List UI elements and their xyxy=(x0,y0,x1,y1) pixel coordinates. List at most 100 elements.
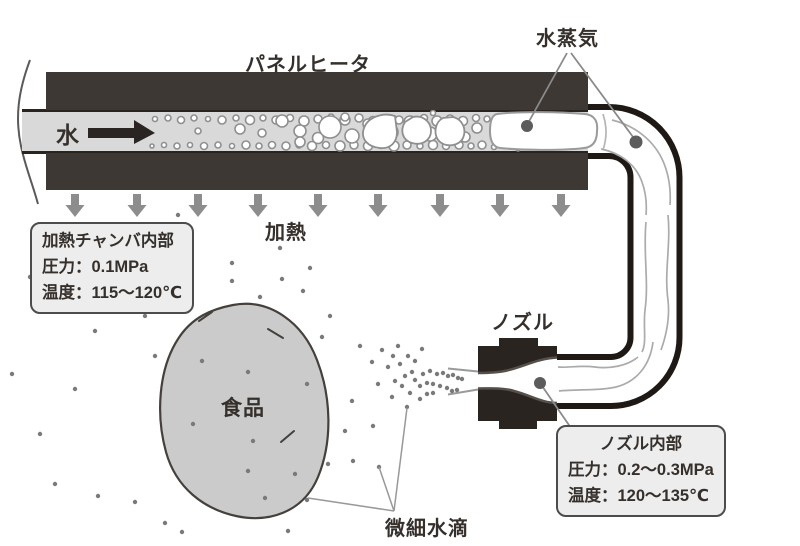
water-droplet xyxy=(397,361,403,367)
water-droplet xyxy=(250,438,256,444)
water-droplet xyxy=(424,391,430,397)
boiling-bubble xyxy=(234,123,246,135)
water-droplet xyxy=(349,398,355,404)
water-droplet xyxy=(450,372,456,378)
water-droplet xyxy=(430,390,436,396)
water-droplet xyxy=(379,347,385,353)
boiling-bubble xyxy=(151,115,159,123)
water-droplet xyxy=(407,390,413,396)
boiling-bubble xyxy=(293,124,307,138)
water-droplet xyxy=(385,364,391,370)
water-droplet xyxy=(285,528,291,534)
water-droplet xyxy=(245,468,251,474)
water-droplet xyxy=(162,520,168,526)
water-droplet xyxy=(437,383,443,389)
pipe-steam-lines xyxy=(557,119,672,392)
boiling-bubble xyxy=(477,140,487,150)
steam-flow-line xyxy=(602,113,607,151)
water-droplet xyxy=(375,381,381,387)
water-droplet xyxy=(395,343,401,349)
boiling-bubble xyxy=(241,140,251,150)
water-droplet xyxy=(392,378,398,384)
water-droplet xyxy=(307,265,313,271)
water-droplet xyxy=(300,288,306,294)
steam-leader-lines xyxy=(526,52,637,142)
spray-boundary-upper xyxy=(447,367,479,373)
nozzle-info-box: ノズル内部 圧力：0.2～0.3MPa 温度：120～135℃ xyxy=(556,425,726,517)
water-droplet xyxy=(72,386,78,392)
water-droplet xyxy=(405,353,411,359)
boiling-bubble xyxy=(164,114,172,122)
boiling-bubble xyxy=(471,113,481,123)
water-droplet xyxy=(369,359,375,365)
steam-pocket xyxy=(362,113,398,149)
boiling-bubble xyxy=(321,140,331,150)
panel-heater-top-bar xyxy=(46,72,588,110)
water-droplet xyxy=(424,380,430,386)
spray-boundary-lower xyxy=(447,388,479,396)
water-droplet xyxy=(419,346,425,352)
water-droplet xyxy=(304,497,310,503)
water-droplet xyxy=(420,371,426,377)
boiling-bubble xyxy=(294,136,306,148)
water-droplet xyxy=(95,493,101,499)
heating-label: 加熱 xyxy=(265,222,307,244)
water-droplet xyxy=(399,383,405,389)
water-droplet xyxy=(142,313,148,319)
boiling-bubble xyxy=(232,114,240,122)
water-droplet xyxy=(325,461,331,467)
boiling-bubble xyxy=(190,114,198,122)
water-droplet xyxy=(277,245,283,251)
water-droplet xyxy=(444,385,450,391)
water-droplet xyxy=(417,396,423,402)
boiling-bubble xyxy=(173,142,181,150)
food-surface-marks xyxy=(198,311,295,443)
water-droplet xyxy=(319,334,325,340)
water-droplet xyxy=(92,328,98,334)
boiling-bubble xyxy=(176,115,186,125)
boiling-bubble xyxy=(149,143,155,149)
water-droplet xyxy=(132,499,138,505)
panel-heater-label: パネルヒータ xyxy=(245,54,371,76)
water-droplet xyxy=(454,387,460,393)
water-droplet xyxy=(417,383,423,389)
steam-pipe-interior xyxy=(556,110,677,403)
water-droplet xyxy=(327,313,333,319)
water-droplet xyxy=(292,471,298,477)
boiling-bubble xyxy=(306,140,318,152)
chamber-info-box: 加熱チャンバ内部 圧力：0.1MPa 温度：115～120℃ xyxy=(30,222,195,314)
nozzle-box-pressure: 圧力：0.2～0.3MPa xyxy=(568,461,714,479)
water-droplet xyxy=(357,343,363,349)
water-droplet xyxy=(409,369,415,375)
boiling-bubble xyxy=(334,140,346,152)
water-droplet xyxy=(179,529,185,535)
water-droplet xyxy=(430,381,436,387)
water-droplet xyxy=(455,375,461,381)
water-droplet xyxy=(152,353,158,359)
boiling-bubble xyxy=(467,142,475,150)
water-droplet xyxy=(279,276,285,282)
steam-label: 水蒸気 xyxy=(536,28,599,50)
pipe-break-line xyxy=(17,59,39,205)
water-droplet xyxy=(390,353,396,359)
steam-pocket xyxy=(401,115,432,145)
boiling-bubble xyxy=(311,131,325,145)
nozzle-box-leader-line xyxy=(539,382,572,429)
water-droplet xyxy=(229,260,235,266)
nozzle-channel-upper-wall xyxy=(477,356,558,375)
boiling-bubble xyxy=(257,128,267,138)
boiling-bubble xyxy=(267,140,277,150)
boiling-bubble xyxy=(354,113,364,123)
boiling-bubble xyxy=(217,115,227,125)
nozzle-channel-lower-wall xyxy=(477,387,558,405)
nozzle-leader-dot xyxy=(534,377,546,389)
chamber-box-temperature: 温度：115～120℃ xyxy=(42,284,183,302)
water-droplet xyxy=(389,394,395,400)
boiling-bubble xyxy=(204,115,212,123)
water-droplet xyxy=(412,358,418,364)
fine-droplets-label: 微細水滴 xyxy=(385,518,469,540)
water-droplet xyxy=(445,373,451,379)
boiling-bubble xyxy=(344,128,360,144)
